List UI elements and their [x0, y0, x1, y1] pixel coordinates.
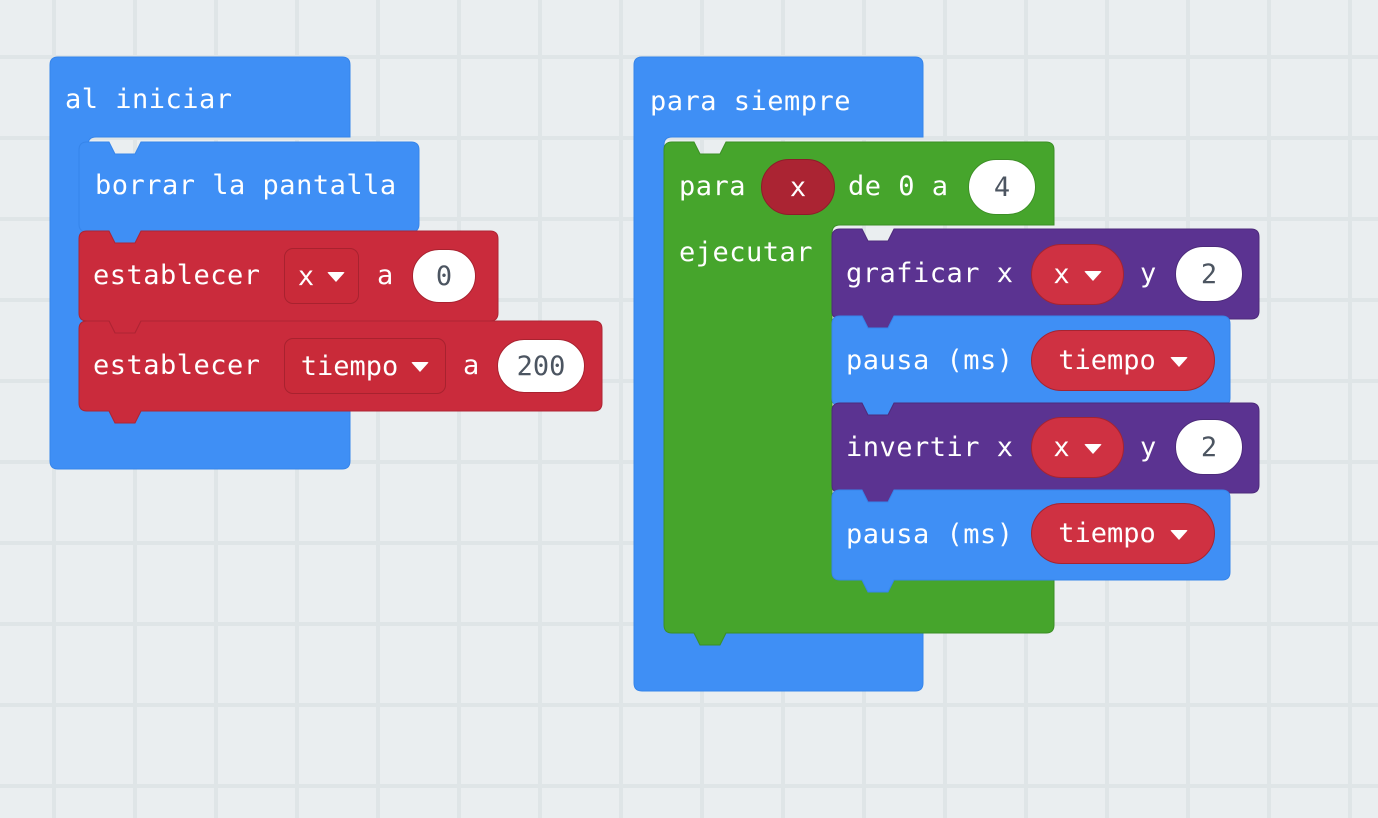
block-label-ejecutar: ejecutar — [679, 237, 814, 268]
block-label-a-2: a — [463, 350, 480, 381]
number-field-2-plot[interactable]: 2 — [1175, 246, 1243, 302]
block-label-pausa-1: pausa (ms) — [846, 345, 1014, 376]
block-label-graficar-x: graficar x — [846, 258, 1014, 289]
number-field-0[interactable]: 0 — [412, 249, 476, 303]
number-field-4[interactable]: 4 — [968, 159, 1036, 215]
dropdown-value: x — [297, 260, 315, 292]
block-label-establecer-2: establecer — [93, 350, 261, 381]
reporter-variable-x-toggle[interactable]: x — [1031, 417, 1124, 478]
block-label-para: para — [679, 171, 747, 202]
number-field-200[interactable]: 200 — [497, 339, 585, 393]
block-label-y-1: y — [1140, 258, 1157, 289]
dropdown-variable-x[interactable]: x — [284, 248, 359, 304]
chevron-down-icon — [1169, 356, 1188, 367]
block-label-y-2: y — [1140, 432, 1157, 463]
block-label-establecer-1: establecer — [93, 260, 261, 291]
chevron-down-icon — [1169, 529, 1188, 540]
number-value: 4 — [993, 171, 1011, 203]
reporter-value: tiempo — [1058, 518, 1156, 549]
chevron-down-icon — [411, 362, 430, 372]
reporter-variable-tiempo-2[interactable]: tiempo — [1031, 503, 1215, 564]
reporter-variable-x-loop[interactable]: x — [761, 159, 835, 215]
reporter-value: tiempo — [1058, 345, 1156, 376]
reporter-value: x — [789, 171, 807, 203]
chevron-down-icon — [327, 272, 346, 282]
number-value: 200 — [516, 350, 566, 382]
block-label-a-1: a — [377, 260, 394, 291]
reporter-variable-x-plot[interactable]: x — [1031, 244, 1124, 305]
number-value: 0 — [435, 260, 453, 292]
chevron-down-icon — [1083, 443, 1102, 454]
block-label-de-0-a: de 0 a — [848, 171, 949, 202]
block-label-para-siempre: para siempre — [650, 86, 852, 117]
block-label-al-iniciar: al iniciar — [65, 84, 233, 115]
dropdown-value: tiempo — [300, 350, 399, 382]
reporter-variable-tiempo-1[interactable]: tiempo — [1031, 330, 1215, 391]
number-field-2-toggle[interactable]: 2 — [1175, 419, 1243, 475]
dropdown-variable-tiempo[interactable]: tiempo — [284, 338, 446, 394]
chevron-down-icon — [1083, 270, 1102, 281]
number-value: 2 — [1200, 258, 1218, 290]
block-label-pausa-2: pausa (ms) — [846, 519, 1014, 550]
reporter-value: x — [1053, 432, 1070, 463]
reporter-value: x — [1053, 259, 1070, 290]
block-label-borrar-la-pantalla: borrar la pantalla — [95, 170, 397, 201]
block-label-invertir-x: invertir x — [846, 432, 1014, 463]
number-value: 2 — [1200, 431, 1218, 463]
